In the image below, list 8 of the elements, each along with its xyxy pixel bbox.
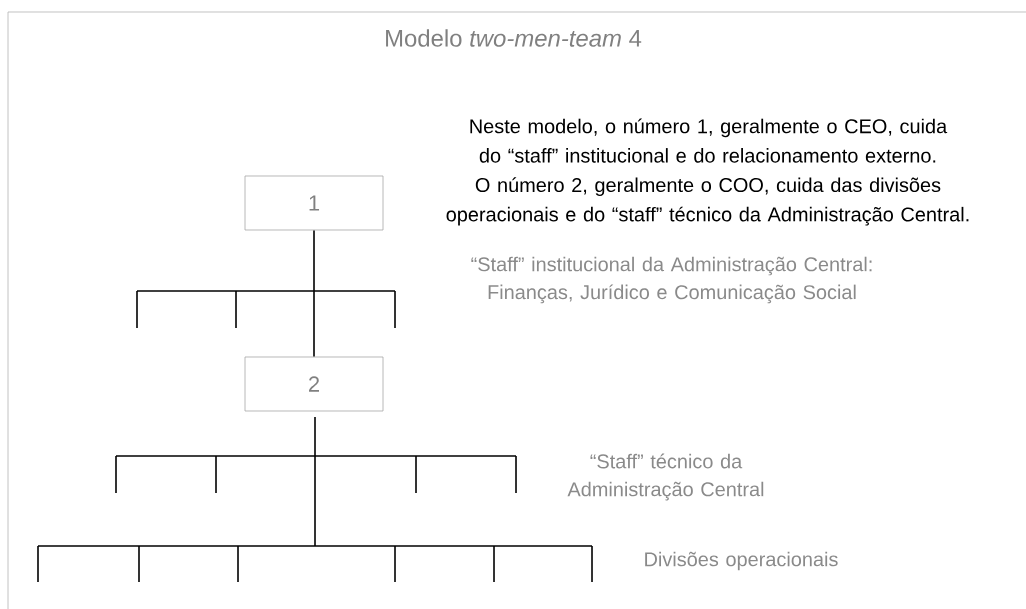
title: Modelo two-men-team 4 [386, 29, 642, 47]
note-text: “Staff” técnico da Administração Central [567, 453, 764, 501]
connector-line [313, 229, 315, 358]
position-box: 2 [244, 356, 384, 412]
position-box: 1 [244, 175, 384, 231]
note-text: Divisões operacionais [645, 551, 838, 571]
note-text: “Staff” institucional da Administração Central: Finanças, Jurídico e Comunicação Social [471, 256, 872, 304]
description-text: Neste modelo, o número 1, geralmente o CEO, cuida do “staff” institucional e do relacionamento externo. O número 2, geralmente o COO, cuida das divisões operacionais e do “staff” técnico da Administração Central. [446, 118, 969, 226]
